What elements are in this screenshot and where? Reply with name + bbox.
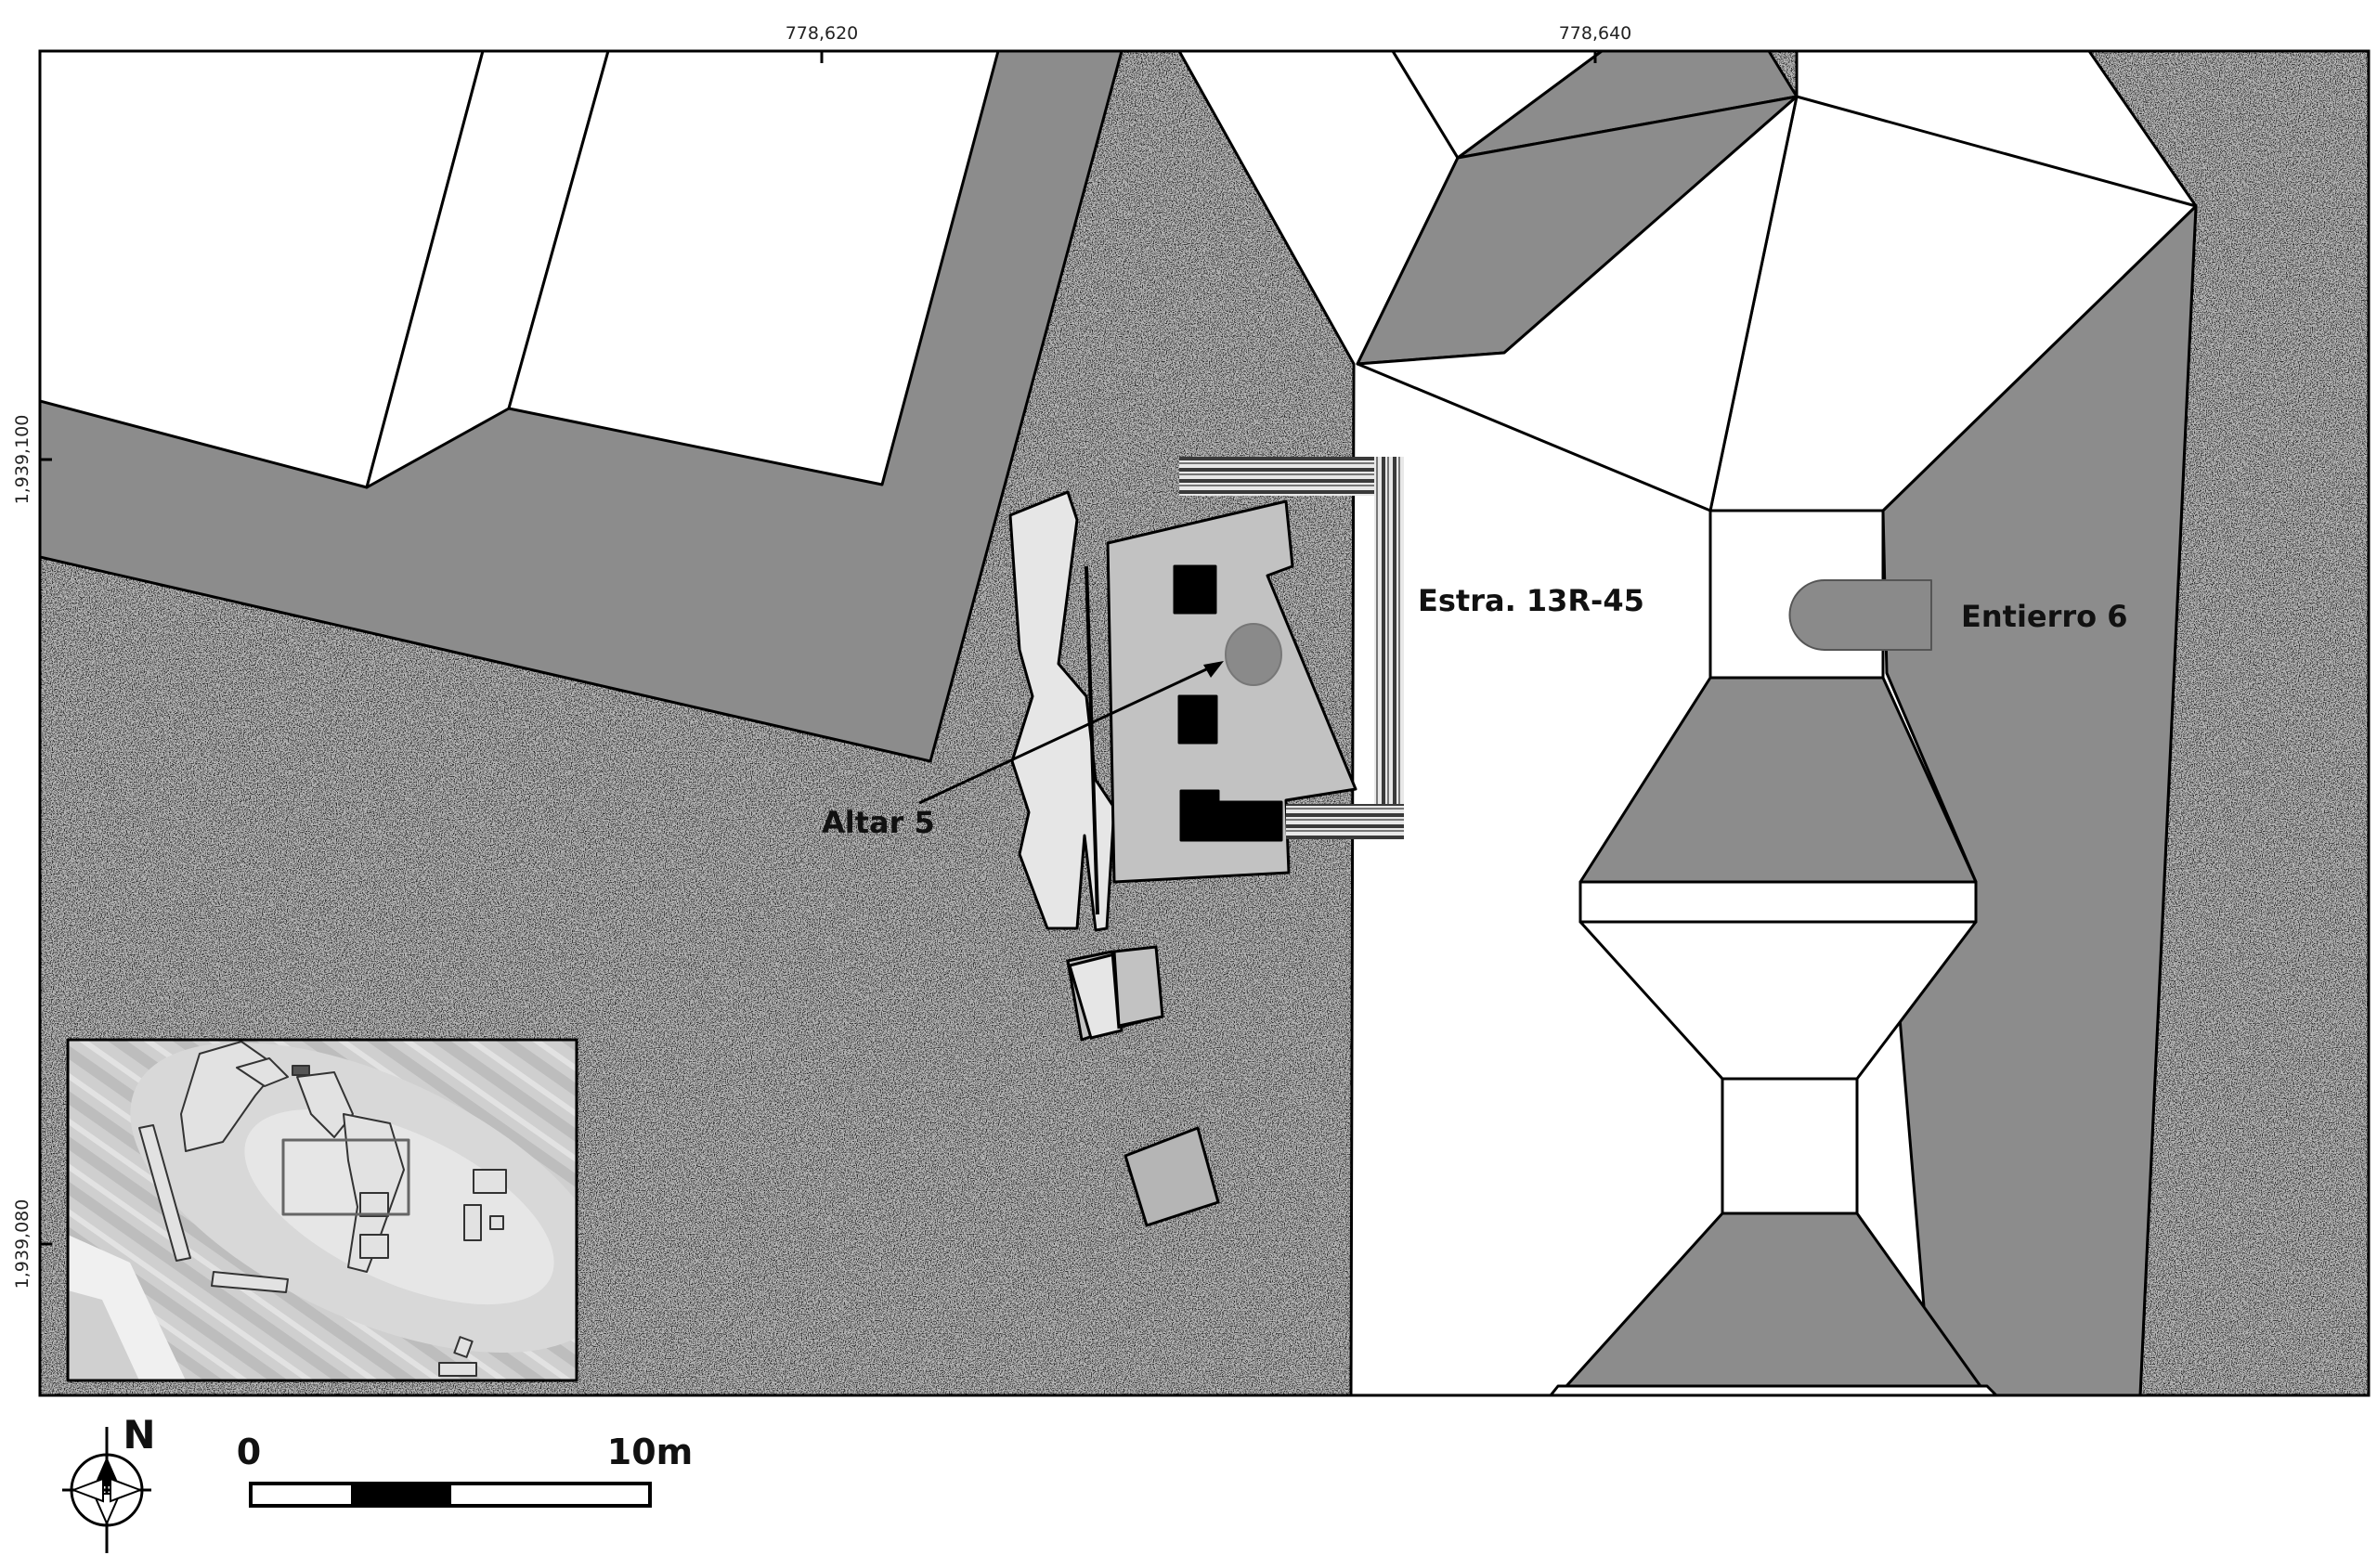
- scale-start-label: 0: [237, 1432, 261, 1472]
- scale-end-label: 10m: [607, 1432, 693, 1472]
- scale-bar: [249, 1482, 652, 1508]
- y-tick-label: 1,939,100: [12, 415, 32, 505]
- altar-platform: [1008, 490, 1357, 932]
- inset-location-map: [66, 1038, 578, 1382]
- north-label: N: [123, 1412, 155, 1458]
- grid-ticks: [40, 51, 1597, 1246]
- lower-slabs: [1066, 945, 1220, 1227]
- structure-13r-45-walls: [1179, 457, 1404, 839]
- compass-north-icon: [62, 1427, 151, 1553]
- map-border: [38, 49, 2371, 1397]
- map-frame: [38, 49, 2371, 1397]
- building-northwest: [40, 51, 1124, 763]
- altar-pointer-arrow: [918, 661, 1224, 805]
- y-tick-label: 1,939,080: [12, 1199, 32, 1289]
- x-tick-label: 778,620: [786, 23, 859, 44]
- altar-label: Altar 5: [822, 805, 935, 840]
- structure-label: Estra. 13R-45: [1418, 583, 1644, 618]
- x-tick-label: 778,640: [1559, 23, 1632, 44]
- burial-label: Entierro 6: [1961, 599, 2128, 634]
- burial-entierro-6: [1788, 579, 1932, 651]
